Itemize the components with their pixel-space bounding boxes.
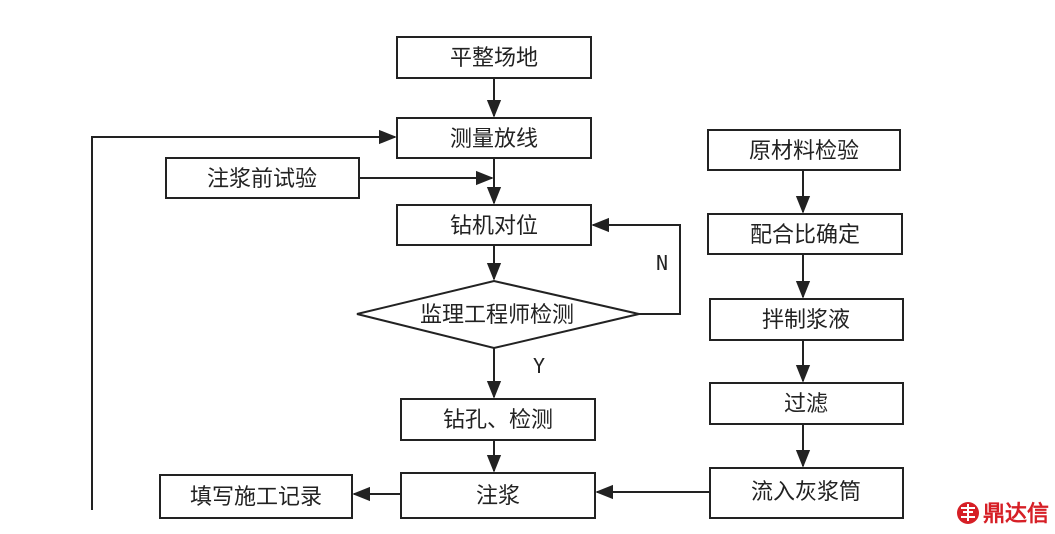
node-raw-material-inspection-label: 原材料检验 bbox=[749, 139, 859, 164]
edge-feedback-loop bbox=[91, 129, 397, 510]
node-survey-layout: 测量放线 bbox=[396, 117, 592, 159]
node-level-site-label: 平整场地 bbox=[450, 46, 538, 71]
node-into-tank: 流入灰浆筒 bbox=[709, 467, 904, 519]
node-fill-record: 填写施工记录 bbox=[159, 474, 353, 519]
node-level-site: 平整场地 bbox=[396, 36, 592, 79]
node-engineer-inspection-label: 监理工程师检测 bbox=[420, 303, 574, 328]
node-drill-inspect-label: 钻孔、检测 bbox=[443, 408, 553, 433]
node-into-tank-label: 流入灰浆筒 bbox=[751, 480, 861, 505]
node-rig-alignment: 钻机对位 bbox=[396, 204, 592, 246]
watermark-emblem-icon bbox=[957, 502, 979, 524]
node-fill-record-label: 填写施工记录 bbox=[190, 485, 322, 510]
node-raw-material-inspection: 原材料检验 bbox=[707, 129, 901, 171]
node-filter: 过滤 bbox=[709, 382, 904, 425]
node-mix-ratio: 配合比确定 bbox=[707, 213, 903, 255]
edge-label-yes: Y bbox=[533, 354, 545, 378]
node-survey-layout-label: 测量放线 bbox=[450, 127, 538, 152]
edge-label-no: N bbox=[656, 251, 668, 275]
node-mix-slurry-label: 拌制浆液 bbox=[762, 308, 850, 333]
watermark-text: 鼎达信 bbox=[983, 501, 1049, 527]
node-filter-label: 过滤 bbox=[784, 392, 828, 417]
node-drill-inspect: 钻孔、检测 bbox=[400, 398, 596, 441]
node-pre-grout-test: 注浆前试验 bbox=[165, 157, 360, 199]
node-rig-alignment-label: 钻机对位 bbox=[450, 214, 538, 239]
node-mix-slurry: 拌制浆液 bbox=[709, 298, 904, 341]
node-grouting-label: 注浆 bbox=[476, 484, 520, 509]
node-mix-ratio-label: 配合比确定 bbox=[750, 223, 860, 248]
watermark-logo: 鼎达信 bbox=[957, 501, 1049, 527]
node-engineer-inspection: 监理工程师检测 bbox=[356, 279, 640, 350]
node-grouting: 注浆 bbox=[400, 472, 596, 519]
node-pre-grout-test-label: 注浆前试验 bbox=[207, 167, 317, 192]
edge-no-loop bbox=[591, 217, 681, 315]
